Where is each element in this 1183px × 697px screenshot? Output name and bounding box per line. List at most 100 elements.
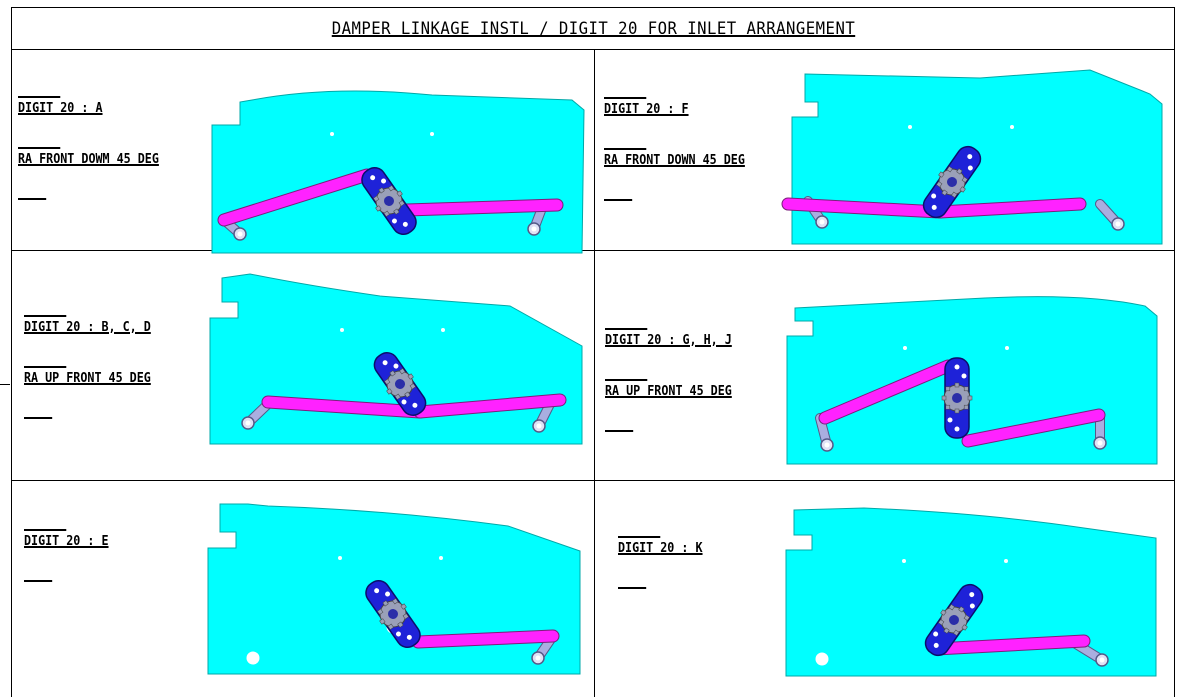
drive-shaft <box>388 609 398 619</box>
mounting-hole <box>340 328 344 332</box>
panel-orientation: RA UP FRONT 45 DEG <box>24 371 151 386</box>
mounting-hole <box>338 556 342 560</box>
gear-tooth <box>945 404 951 410</box>
panel-digit-code: DIGIT 20 : G, H, J <box>605 333 732 348</box>
gear-tooth <box>954 382 960 388</box>
linkage-drawing <box>207 503 581 675</box>
pivot-hole <box>824 442 830 448</box>
rivet <box>370 175 376 181</box>
panel-label: DIGIT 20 : B, C, D RA UP FRONT 45 DEG <box>24 285 151 421</box>
gear-tooth <box>963 614 970 621</box>
crank-assembly <box>373 352 427 416</box>
access-hole <box>815 652 829 666</box>
pivot-hole <box>1115 221 1121 227</box>
rivet <box>393 363 399 369</box>
gear-tooth <box>943 627 950 634</box>
gear-tooth <box>394 393 401 400</box>
row-divider-1 <box>12 250 1174 251</box>
gear-tooth <box>967 395 973 401</box>
rivet <box>401 399 407 405</box>
gear-tooth <box>938 619 945 626</box>
gear-tooth <box>393 208 400 215</box>
panel-digit-code: DIGIT 20 : K <box>618 541 703 556</box>
panel-label: DIGIT 20 : G, H, J RA UP FRONT 45 DEG <box>605 298 732 434</box>
rivet <box>954 426 960 432</box>
link-rod <box>412 630 559 648</box>
gear-tooth <box>382 600 389 607</box>
rivet <box>969 592 975 598</box>
gear-tooth <box>963 386 969 392</box>
rivet <box>374 588 380 594</box>
gear-tooth <box>958 606 965 613</box>
rivet <box>931 193 937 199</box>
column-divider <box>594 49 595 697</box>
panel-orientation: RA UP FRONT 45 DEG <box>605 384 732 399</box>
panel-orientation: RA FRONT DOWN 45 DEG <box>604 153 745 168</box>
link-rod <box>262 396 426 418</box>
drive-shaft <box>395 379 405 389</box>
gear-tooth <box>963 404 969 410</box>
gear-tooth <box>941 189 948 196</box>
rivet <box>933 642 939 648</box>
gear-tooth <box>386 388 393 395</box>
row-divider-2 <box>12 480 1174 481</box>
rivet <box>385 591 391 597</box>
rivet <box>967 154 973 160</box>
pivot-hole <box>536 423 542 429</box>
rivet <box>954 364 960 370</box>
gear-tooth <box>951 191 958 198</box>
pivot-hole <box>535 655 541 661</box>
mounting-hole <box>902 559 906 563</box>
gear-tooth <box>384 378 391 385</box>
mounting-hole <box>908 125 912 129</box>
gear-tooth <box>936 181 943 188</box>
rivet <box>947 417 953 423</box>
drive-shaft <box>384 196 394 206</box>
link-rod <box>401 199 563 216</box>
rivet <box>395 631 401 637</box>
rivet <box>933 631 939 637</box>
panel-digit-code: DIGIT 20 : B, C, D <box>24 320 151 335</box>
gear-tooth <box>379 618 386 625</box>
drive-shaft <box>952 393 962 403</box>
mounting-hole <box>430 132 434 136</box>
gear-tooth <box>375 205 382 212</box>
gear-tooth <box>392 598 399 605</box>
link-rod <box>782 198 946 218</box>
rivet <box>412 402 418 408</box>
damper-housing <box>207 503 581 675</box>
panel-digit-code: DIGIT 20 : F <box>604 102 689 117</box>
gear-tooth <box>400 603 407 610</box>
gear-tooth <box>404 391 411 398</box>
title-block: DAMPER LINKAGE INSTL / DIGIT 20 FOR INLE… <box>12 8 1174 50</box>
panel-label: DIGIT 20 : F RA FRONT DOWN 45 DEG <box>604 67 745 203</box>
gear-tooth <box>940 609 947 616</box>
panel-digit-code: DIGIT 20 : E <box>24 534 109 549</box>
drive-shaft <box>947 177 957 187</box>
gear-tooth <box>953 629 960 636</box>
gear-tooth <box>409 383 416 390</box>
crank-assembly <box>941 357 973 439</box>
pivot-hole <box>1099 657 1105 663</box>
crank-assembly <box>365 579 421 649</box>
linkage-drawing <box>786 296 1158 465</box>
mounting-hole <box>1005 346 1009 350</box>
rivet <box>931 204 937 210</box>
rivet <box>402 221 408 227</box>
rivet <box>961 373 967 379</box>
pivot-hole <box>237 231 243 237</box>
mounting-hole <box>330 132 334 136</box>
pivot-hole <box>1097 440 1103 446</box>
mounting-hole <box>1004 559 1008 563</box>
drive-shaft <box>949 615 959 625</box>
rivet <box>382 360 388 366</box>
pivot-hole <box>819 219 825 225</box>
rivet <box>406 634 412 640</box>
linkage-drawing <box>209 273 583 445</box>
panel-orientation: RA FRONT DOWM 45 DEG <box>18 152 159 167</box>
gear-tooth <box>388 185 395 192</box>
drawing-sheet: DAMPER LINKAGE INSTL / DIGIT 20 FOR INLE… <box>11 7 1175 697</box>
mounting-hole <box>441 328 445 332</box>
gear-tooth <box>373 195 380 202</box>
access-hole <box>246 651 260 665</box>
